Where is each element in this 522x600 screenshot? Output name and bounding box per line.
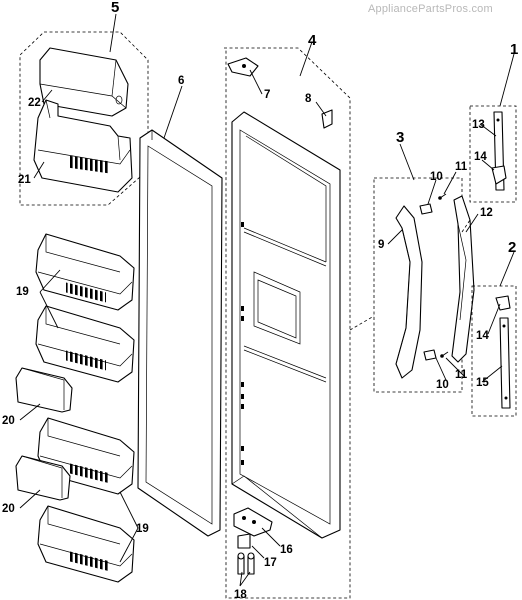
screws-part-18 [237,552,255,575]
cap-part-14-lower [495,295,511,311]
callout-22: 22 [28,97,41,109]
callout-16: 16 [280,544,293,556]
callout-15: 15 [476,377,489,389]
callout-20-lower: 20 [2,503,15,515]
upper-hinge-part-7 [227,57,259,77]
group-5-dashed-box [19,31,149,206]
door-bin-upper [35,233,135,311]
callout-21: 21 [18,174,31,186]
watermark-text: AppliancePartsPros.com [368,3,493,15]
top-bin-part-21 [33,99,133,193]
callout-2: 2 [508,239,516,256]
callout-7: 7 [264,89,270,101]
callout-5: 5 [111,0,119,16]
callout-11-upper: 11 [455,161,468,173]
group-1-dashed-box [469,105,517,203]
trim-part-15 [499,317,511,409]
end-cap-part-10-top [419,203,433,215]
door-bin-bottom [37,505,135,583]
callout-9: 9 [378,239,384,251]
connector-lines [349,219,471,331]
callout-18: 18 [234,589,247,600]
handle-insert-part-12 [451,195,475,363]
callout-1: 1 [510,41,518,58]
group-2-dashed-box [471,285,517,417]
bin-cover-part-20-lower [15,455,71,501]
callout-10-lower: 10 [436,379,449,391]
callout-19-upper: 19 [16,286,29,298]
callout-11-lower: 11 [455,369,468,381]
handle-part-9 [395,205,423,379]
callout-12: 12 [480,207,493,219]
door-panel-part-4 [231,111,341,539]
callout-19-lower: 19 [136,523,149,535]
end-cap-part-10-bottom [423,349,437,361]
door-bin-second [35,305,135,383]
bushing-part-17 [237,533,251,549]
callout-3: 3 [396,129,404,146]
callout-13: 13 [472,119,485,131]
callout-14-upper: 14 [474,151,487,163]
leader-lines [19,13,515,587]
bin-cover-part-20-upper [15,367,73,413]
screw-part-11-bottom [440,351,449,358]
callout-17: 17 [264,557,277,569]
callout-4: 4 [308,32,317,49]
screw-part-11-top [438,193,447,200]
callout-20-upper: 20 [2,415,15,427]
bin-cover-part-22 [39,47,129,117]
cap-part-14-upper [491,165,507,185]
callout-14-lower: 14 [476,330,489,342]
door-gasket-part-6 [137,129,223,537]
group-4-dashed-box [224,47,351,599]
callout-6: 6 [178,75,184,87]
callout-10-upper: 10 [430,171,443,183]
callout-8: 8 [305,93,312,105]
